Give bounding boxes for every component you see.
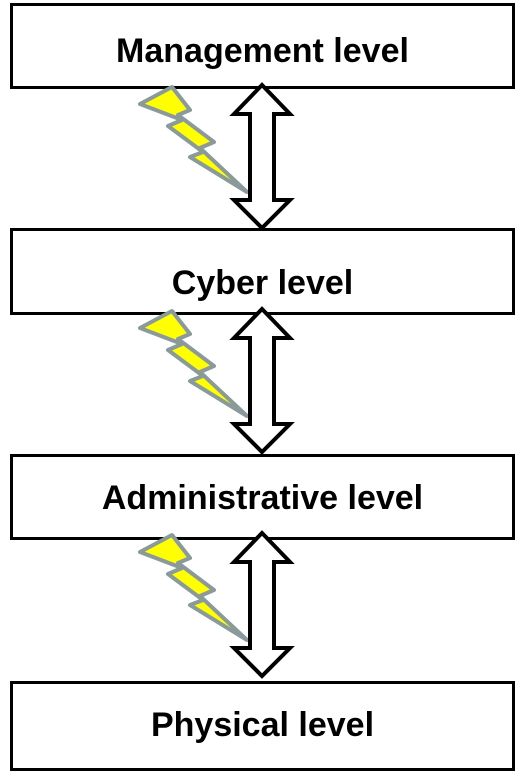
administrative-level-label: Administrative level [101, 479, 424, 517]
physical-level-box: Physical level [10, 681, 515, 771]
connector-1 [138, 82, 295, 231]
connector-3 [138, 530, 295, 679]
management-level-label: Management level [116, 32, 409, 70]
lightning-bolt-icon [138, 533, 249, 642]
cyber-level-label: Cyber level [171, 264, 354, 302]
lightning-bolt-icon [138, 85, 249, 194]
double-arrow-icon [229, 306, 295, 455]
management-level-box: Management level [10, 3, 515, 89]
connector-2 [138, 306, 295, 455]
cyber-level-box: Cyber level [10, 228, 515, 315]
physical-level-label: Physical level [150, 706, 375, 744]
double-arrow-icon [229, 530, 295, 679]
lightning-bolt-icon [138, 309, 249, 418]
double-arrow-icon [229, 82, 295, 231]
administrative-level-box: Administrative level [10, 454, 515, 540]
